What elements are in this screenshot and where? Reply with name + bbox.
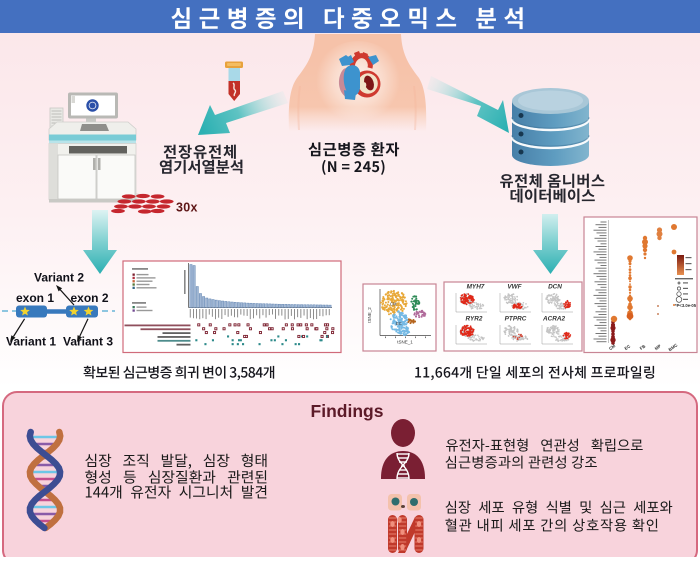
svg-text:exon 2: exon 2 bbox=[70, 291, 108, 305]
svg-text:tSNE_2: tSNE_2 bbox=[367, 307, 372, 323]
svg-text:EC: EC bbox=[396, 321, 402, 326]
svg-text:exon 1: exon 1 bbox=[16, 291, 54, 305]
svg-text:Variant 1: Variant 1 bbox=[6, 335, 56, 349]
svg-text:CM: CM bbox=[608, 343, 617, 351]
svg-text:Findings: Findings bbox=[311, 401, 384, 421]
svg-text:MP: MP bbox=[654, 343, 662, 351]
svg-text:Variant 3: Variant 3 bbox=[63, 335, 113, 349]
svg-text:PTPRC: PTPRC bbox=[505, 316, 527, 323]
svg-text:DCN: DCN bbox=[548, 284, 562, 291]
svg-text:Variant 2: Variant 2 bbox=[34, 271, 84, 285]
svg-text:FB: FB bbox=[639, 344, 647, 351]
svg-text:CM: CM bbox=[390, 302, 397, 307]
svg-text:*P<3.0e-05: *P<3.0e-05 bbox=[675, 303, 697, 308]
svg-text:MYH7: MYH7 bbox=[467, 284, 485, 291]
svg-text:VWF: VWF bbox=[507, 284, 522, 291]
svg-text:BMC: BMC bbox=[667, 342, 678, 352]
svg-text:30x: 30x bbox=[176, 201, 198, 215]
svg-text:tSNE_1: tSNE_1 bbox=[397, 340, 413, 345]
svg-text:ACRA2: ACRA2 bbox=[542, 316, 565, 323]
svg-text:RYR2: RYR2 bbox=[466, 316, 483, 323]
svg-text:EC: EC bbox=[623, 344, 631, 352]
